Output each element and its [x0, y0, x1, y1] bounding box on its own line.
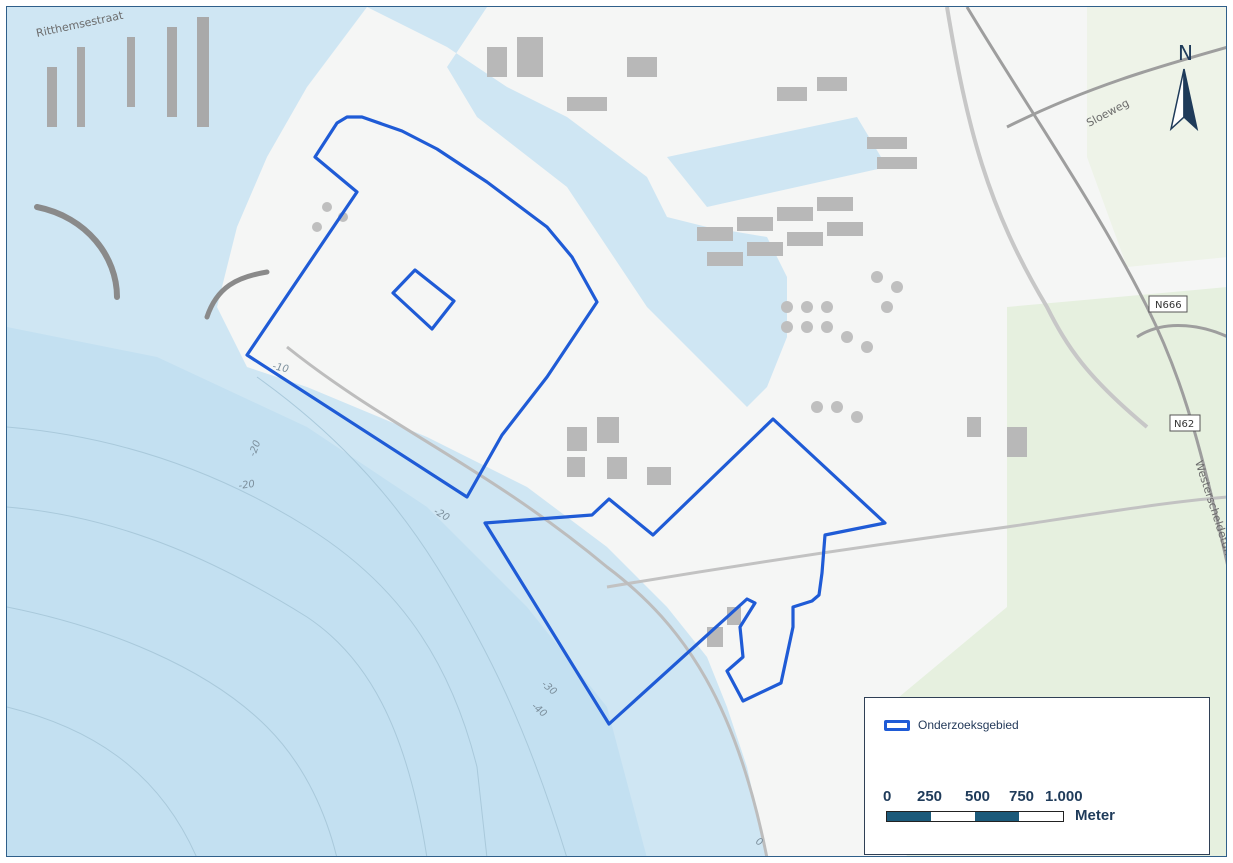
- depth-contour: [7, 706, 197, 856]
- scale-tick: 500: [965, 788, 991, 805]
- depth-contour: [256, 376, 567, 856]
- depth-contour: [7, 506, 428, 856]
- study-area-boundary[interactable]: [245, 115, 887, 726]
- road-sloeweg: [1006, 46, 1226, 129]
- scale-tick: 0: [883, 788, 892, 805]
- legend-swatch-study-area: [884, 720, 910, 731]
- depth-label: -20: [247, 439, 263, 458]
- buildings: [487, 37, 1027, 647]
- scale-segment: [887, 812, 931, 821]
- depth-contour: [7, 426, 488, 856]
- study-area-north-polygon[interactable]: [245, 115, 599, 499]
- depth-label: -10: [271, 361, 289, 375]
- north-arrow-icon: [1169, 68, 1199, 132]
- scale-unit-label: Meter: [1075, 807, 1116, 824]
- map-canvas[interactable]: Ritthemsestraat Sloeweg Westerscheldetun…: [7, 7, 1227, 857]
- scale-tick: 750: [1009, 788, 1035, 805]
- north-label: N: [1178, 41, 1193, 65]
- harbour-water: [367, 7, 787, 407]
- breakwater: [34, 204, 120, 300]
- scale-segment: [931, 812, 975, 821]
- map-frame[interactable]: Ritthemsestraat Sloeweg Westerscheldetun…: [6, 6, 1227, 857]
- legend-label-study-area: Onderzoeksgebied: [918, 718, 1019, 732]
- study-area-south-polygon[interactable]: [483, 417, 887, 726]
- harbour-basin: [667, 117, 887, 207]
- railway: [945, 7, 1149, 429]
- road-east: [606, 495, 1226, 589]
- scale-tick: 250: [917, 788, 943, 805]
- depth-contour: [7, 606, 337, 856]
- scale-tick: 1.000: [1045, 788, 1083, 805]
- scale-segment: [975, 812, 1019, 821]
- scale-bar-ticks: 0 250 500 750 1.000: [883, 788, 1203, 808]
- road-n666: [1136, 324, 1226, 339]
- road-shield-n62: N62: [1169, 414, 1201, 432]
- breakwater: [204, 269, 270, 320]
- road-n62: [965, 7, 1226, 565]
- road-shield-n666: N666: [1148, 295, 1188, 313]
- study-area-inner-polygon[interactable]: [391, 268, 456, 331]
- piers: [47, 17, 209, 127]
- road-coastal: [286, 345, 769, 856]
- road-shield-n666-text: N666: [1155, 300, 1182, 311]
- scale-segment: [1019, 812, 1063, 821]
- scale-bar: [886, 811, 1064, 822]
- map-legend: Onderzoeksgebied 0 250 500 750 1.000 Met…: [864, 697, 1210, 855]
- water-deep-area: [7, 327, 647, 856]
- farmland-north: [1087, 7, 1226, 267]
- depth-label: 0: [754, 836, 765, 849]
- road-shield-n62-text: N62: [1174, 419, 1194, 430]
- depth-label: -20: [238, 479, 256, 492]
